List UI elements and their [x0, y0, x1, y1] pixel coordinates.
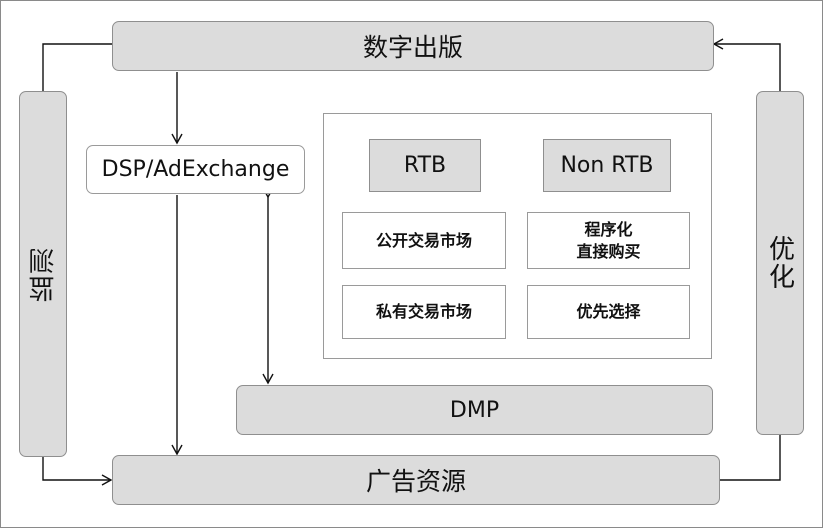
private-market-box: 私有交易市场	[342, 285, 506, 339]
rtb-box: RTB	[369, 139, 481, 192]
non-rtb-box: Non RTB	[543, 139, 671, 192]
programmatic-line1: 程序化	[584, 219, 633, 239]
optimize-box: 优化	[756, 91, 804, 435]
arrow-optimize-to-publish	[712, 38, 781, 92]
ad-resources-box: 广告资源	[112, 455, 720, 505]
monitor-box: 监测	[19, 91, 67, 457]
line-publish-to-monitor	[42, 43, 112, 92]
programmatic-direct-box: 程序化 直接购买	[527, 212, 690, 269]
monitor-label: 监测	[28, 246, 59, 302]
digital-publishing-box: 数字出版	[112, 21, 714, 71]
programmatic-line2: 直接购买	[576, 241, 641, 261]
optimize-label: 优化	[764, 235, 795, 291]
line-resources-to-optimize	[720, 434, 781, 481]
preferred-deals-box: 优先选择	[527, 285, 690, 339]
dmp-box: DMP	[236, 385, 713, 435]
arrow-monitor-to-resources	[42, 456, 113, 486]
dsp-adexchange-box: DSP/AdExchange	[86, 145, 305, 194]
public-market-box: 公开交易市场	[342, 212, 506, 269]
